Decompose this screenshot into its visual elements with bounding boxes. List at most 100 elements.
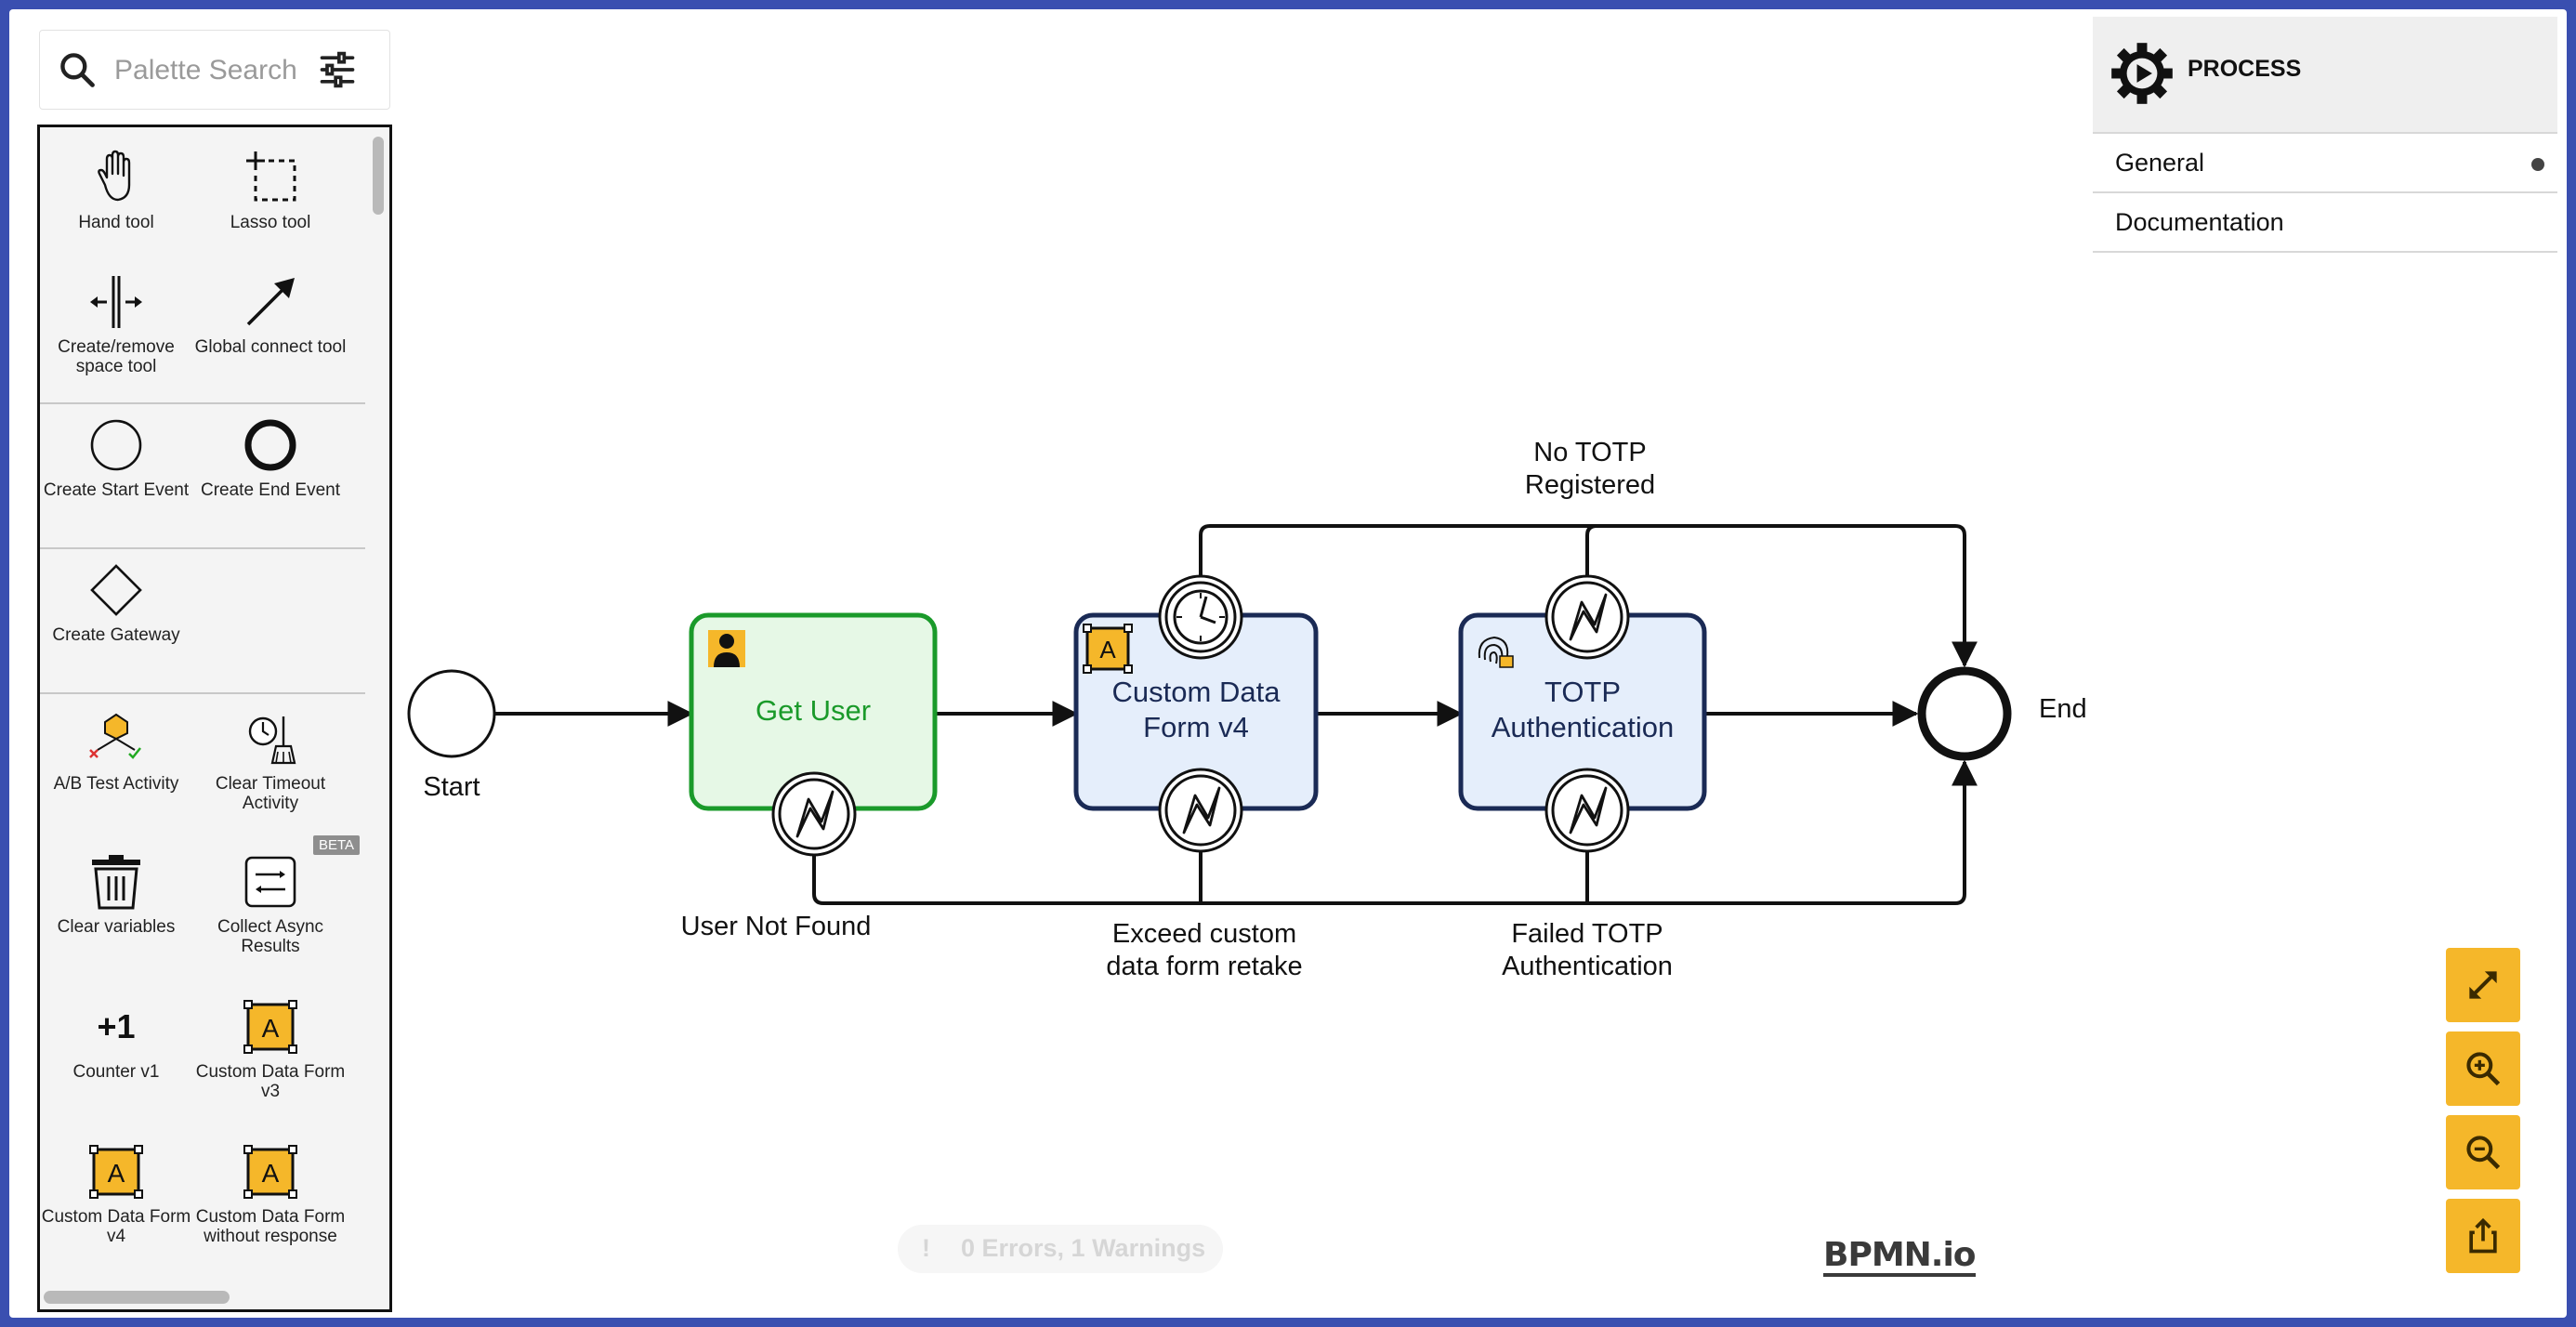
create-gateway-label: Create Gateway — [52, 625, 180, 645]
collect-async-results-label: Collect Async Results — [217, 917, 324, 956]
fullscreen-button[interactable] — [2446, 948, 2520, 1022]
end-event[interactable] — [1917, 666, 2012, 761]
failed-totp-label: Failed TOTP Authentication — [1448, 918, 1727, 983]
create-start-event-label: Create Start Event — [43, 480, 190, 500]
bold-circle-icon — [244, 419, 296, 471]
space-icon — [90, 276, 142, 328]
properties-group-documentation[interactable]: Documentation — [2093, 193, 2557, 253]
counter-v1[interactable]: +1 Counter v1 — [40, 997, 192, 1082]
svg-text:A: A — [108, 1159, 125, 1188]
export-icon — [2469, 1217, 2497, 1254]
fingerprint-icon — [1478, 636, 1514, 668]
gear-play-icon — [2111, 43, 2173, 104]
create-start-event[interactable]: Create Start Event — [40, 415, 192, 500]
palette-vertical-scrollbar[interactable] — [373, 137, 384, 215]
form-icon: A — [243, 1145, 297, 1199]
fullscreen-icon — [2469, 971, 2497, 999]
counter-icon: +1 — [97, 1007, 135, 1045]
trash-icon — [92, 855, 140, 910]
linting-status-text: 0 Errors, 1 Warnings — [961, 1234, 1206, 1262]
palette-divider — [40, 692, 365, 694]
properties-panel: PROCESS General Documentation — [2093, 9, 2557, 253]
palette: Hand tool Lasso tool Create/remove space… — [37, 125, 392, 1312]
clear-variables-label: Clear variables — [57, 917, 176, 937]
sequence-flows[interactable] — [494, 524, 1978, 905]
custom-form-label: Custom Data Form v4 — [1076, 675, 1316, 745]
bpmn-diagram: A — [407, 524, 2012, 905]
bpmn-io-logo[interactable]: BPMN.io — [1823, 1238, 1977, 1277]
global-connect-tool-label: Global connect tool — [194, 337, 347, 357]
zoom-in-button[interactable] — [2446, 1031, 2520, 1106]
svg-text:A: A — [262, 1159, 280, 1188]
zoom-out-button[interactable] — [2446, 1115, 2520, 1189]
palette-divider — [40, 402, 365, 404]
lasso-icon — [246, 151, 296, 202]
timer-boundary-event[interactable] — [1158, 574, 1243, 660]
custom-data-form-v3[interactable]: A Custom Data Form v3 — [194, 997, 347, 1101]
diamond-icon — [90, 564, 142, 616]
create-gateway[interactable]: Create Gateway — [40, 560, 192, 645]
clear-variables[interactable]: Clear variables — [40, 852, 192, 937]
error-boundary-event-custom-form[interactable] — [1158, 768, 1243, 853]
svg-text:A: A — [1099, 636, 1116, 664]
failed-line1: Failed TOTP — [1511, 919, 1663, 949]
exceed-line2: data form retake — [1106, 952, 1303, 981]
palette-horizontal-scrollbar[interactable] — [44, 1291, 230, 1304]
form-icon: A — [243, 1000, 297, 1054]
custom-data-form-v4[interactable]: A Custom Data Form v4 — [40, 1142, 192, 1246]
error-icon — [1182, 786, 1221, 834]
properties-title: PROCESS — [2188, 56, 2302, 82]
beta-badge: BETA — [313, 835, 361, 855]
svg-text:A: A — [262, 1014, 280, 1043]
error-boundary-event-totp-bottom[interactable] — [1544, 768, 1630, 853]
collect-icon — [244, 856, 296, 908]
hand-tool[interactable]: Hand tool — [40, 148, 192, 232]
counter-v1-label: Counter v1 — [72, 1062, 160, 1082]
no-totp-line2: Registered — [1524, 470, 1656, 500]
filter-icon[interactable] — [317, 49, 358, 90]
create-end-event[interactable]: Create End Event — [194, 415, 347, 500]
exceed-line1: Exceed custom — [1111, 919, 1297, 949]
general-label: General — [2115, 149, 2205, 177]
collect-async-results[interactable]: Collect Async Results — [194, 852, 347, 956]
start-event[interactable] — [407, 669, 496, 758]
lasso-tool[interactable]: Lasso tool — [194, 148, 347, 232]
exceed-label: Exceed custom data form retake — [1056, 918, 1353, 983]
zoom-in-icon — [2466, 1052, 2501, 1086]
app-canvas: Hand tool Lasso tool Create/remove space… — [9, 9, 2567, 1318]
custom-data-form-without-response-label: Custom Data Form without response — [195, 1207, 346, 1246]
start-label: Start — [423, 772, 480, 802]
ab-test-icon — [89, 713, 141, 759]
lasso-tool-label: Lasso tool — [230, 213, 311, 232]
space-tool[interactable]: Create/remove space tool — [40, 272, 192, 376]
totp-label-line2: Authentication — [1491, 711, 1675, 743]
custom-data-form-without-response[interactable]: A Custom Data Form without response — [194, 1142, 347, 1246]
ab-test-activity-label: A/B Test Activity — [53, 774, 179, 794]
changed-indicator-dot — [2531, 158, 2544, 171]
circle-icon — [90, 419, 142, 471]
global-connect-tool[interactable]: Global connect tool — [194, 272, 347, 357]
palette-search-input[interactable] — [112, 47, 302, 94]
timer-broom-icon — [248, 716, 296, 765]
space-tool-label: Create/remove space tool — [58, 337, 175, 376]
no-totp-label: No TOTP Registered — [1474, 437, 1706, 502]
clear-timeout-activity-label: Clear Timeout Activity — [215, 774, 326, 813]
ab-test-activity[interactable]: A/B Test Activity — [40, 709, 192, 794]
error-icon — [795, 790, 835, 838]
clear-timeout-activity[interactable]: Clear Timeout Activity — [194, 709, 347, 813]
documentation-label: Documentation — [2115, 208, 2284, 236]
export-button[interactable] — [2446, 1199, 2520, 1273]
error-boundary-event-get-user[interactable] — [771, 771, 857, 857]
error-boundary-event-totp-top[interactable] — [1544, 574, 1630, 660]
error-icon — [1569, 786, 1608, 834]
connect-icon — [246, 278, 295, 326]
custom-data-form-v3-label: Custom Data Form v3 — [195, 1062, 346, 1101]
custom-data-form-v4-label: Custom Data Form v4 — [41, 1207, 191, 1246]
search-icon — [60, 53, 95, 87]
properties-header: PROCESS — [2093, 17, 2557, 134]
linting-status[interactable]: ! 0 Errors, 1 Warnings — [898, 1225, 1223, 1273]
properties-group-general[interactable]: General — [2093, 134, 2557, 193]
palette-divider — [40, 547, 365, 549]
failed-line2: Authentication — [1502, 952, 1673, 981]
user-icon — [708, 630, 745, 667]
